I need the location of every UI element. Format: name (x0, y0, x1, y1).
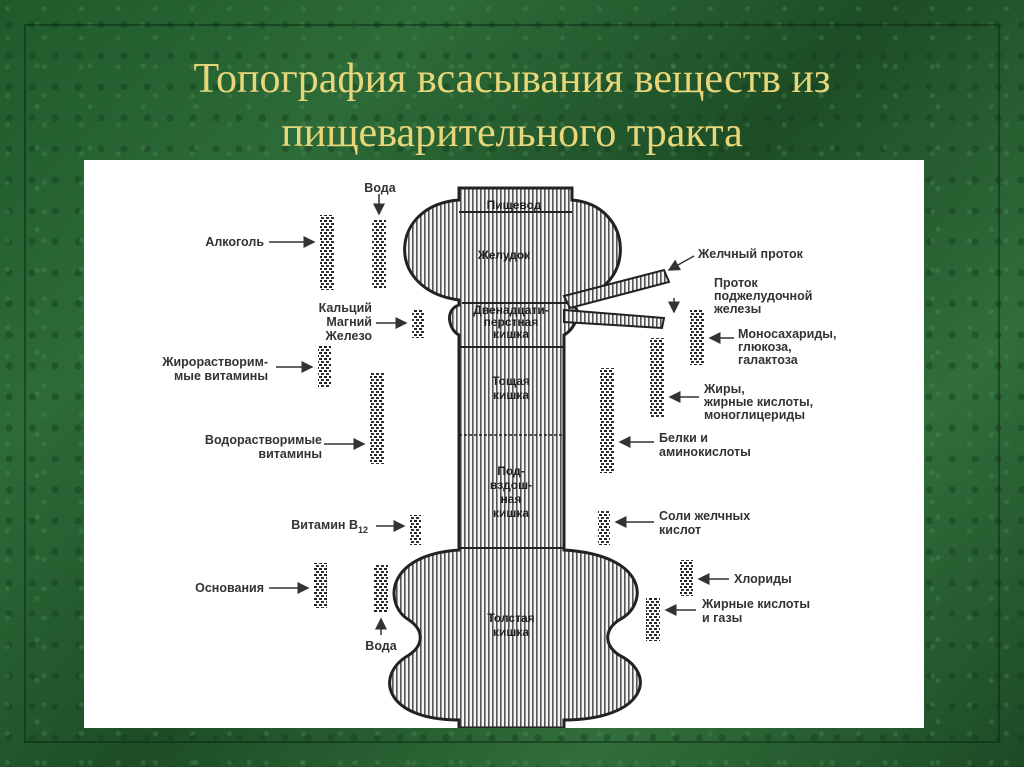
label-minerals-2: Магний (326, 315, 372, 329)
diagram-panel: Пищевод Желудок Двенадцати- перстная киш… (84, 160, 924, 728)
arrow-bile-duct (667, 255, 695, 271)
label-fatty-acids-2: и газы (702, 611, 742, 625)
label-fat-vitamins-1: Жирорастворим- (161, 355, 268, 369)
organ-ileum-4: кишка (493, 506, 529, 520)
organ-jejunum-2: кишка (493, 388, 529, 402)
label-bile-duct: Желчный проток (697, 247, 804, 261)
zone-chlorides (680, 560, 693, 596)
label-pancreatic-duct-1: Проток (714, 276, 759, 290)
label-fat-vitamins-2: мые витамины (174, 369, 268, 383)
organ-ileum-1: Под- (497, 464, 524, 478)
zone-bases (314, 563, 327, 608)
label-alcohol: Алкоголь (205, 235, 264, 249)
label-minerals-1: Кальций (319, 301, 372, 315)
label-pancreatic-duct-3: железы (713, 302, 761, 316)
label-bile-salts-1: Соли желчных (659, 509, 750, 523)
label-proteins-1: Белки и (659, 431, 708, 445)
label-bases: Основания (195, 581, 264, 595)
label-monosaccharides-2: глюкоза, (738, 340, 792, 354)
bile-duct-shape (562, 268, 671, 310)
organ-stomach: Желудок (477, 248, 531, 262)
label-monosaccharides-3: галактоза (738, 353, 799, 367)
organ-duodenum-3: кишка (493, 327, 529, 341)
zone-vitamin-b12 (410, 515, 421, 545)
digestive-tract-diagram: Пищевод Желудок Двенадцати- перстная киш… (161, 181, 836, 728)
zone-proteins (600, 368, 614, 473)
label-water-vitamins-2: витамины (258, 447, 322, 461)
zone-water-bottom (374, 565, 388, 613)
organ-esophagus: Пищевод (487, 198, 542, 212)
label-vitamin-b12: Витамин В12 (291, 518, 368, 535)
label-fats-3: моноглицериды (704, 408, 805, 422)
label-pancreatic-duct-2: поджелудочной (714, 289, 812, 303)
label-water-bottom: Вода (365, 639, 397, 653)
label-fats-1: Жиры, (703, 382, 745, 396)
label-monosaccharides-1: Моносахариды, (738, 327, 836, 341)
label-bile-salts-2: кислот (659, 523, 701, 537)
label-chlorides: Хлориды (734, 572, 792, 586)
zone-water-top (372, 220, 386, 288)
organ-ileum-3: ная (501, 492, 522, 506)
zone-minerals (412, 310, 424, 338)
organ-colon-1: Толстая (487, 611, 534, 625)
zone-water-vitamins (370, 372, 384, 464)
pancreatic-duct-shape (563, 308, 666, 330)
label-water-top: Вода (364, 181, 396, 195)
zone-bile-salts (598, 510, 610, 545)
title-line-2: пищеварительного тракта (281, 110, 743, 156)
slide-title: Топография всасывания веществ из пищевар… (80, 52, 944, 160)
zone-fats (650, 338, 664, 418)
zone-fatty-acids (646, 597, 660, 641)
zone-alcohol (320, 215, 334, 290)
label-water-vitamins-1: Водорастворимые (205, 433, 322, 447)
organ-ileum-2: вздош- (490, 478, 532, 492)
organ-duodenum-2: перстная (484, 315, 539, 329)
organ-jejunum-1: Тощая (492, 374, 530, 388)
label-fatty-acids-1: Жирные кислоты (701, 597, 810, 611)
label-proteins-2: аминокислоты (659, 445, 751, 459)
label-minerals-3: Железо (324, 329, 372, 343)
zone-fat-vitamins (318, 345, 331, 387)
label-fats-2: жирные кислоты, (703, 395, 813, 409)
zone-monosaccharides (690, 310, 704, 365)
organ-colon-2: кишка (493, 625, 529, 639)
organ-duodenum-1: Двенадцати- (473, 303, 548, 317)
title-line-1: Топография всасывания веществ из (193, 56, 831, 102)
